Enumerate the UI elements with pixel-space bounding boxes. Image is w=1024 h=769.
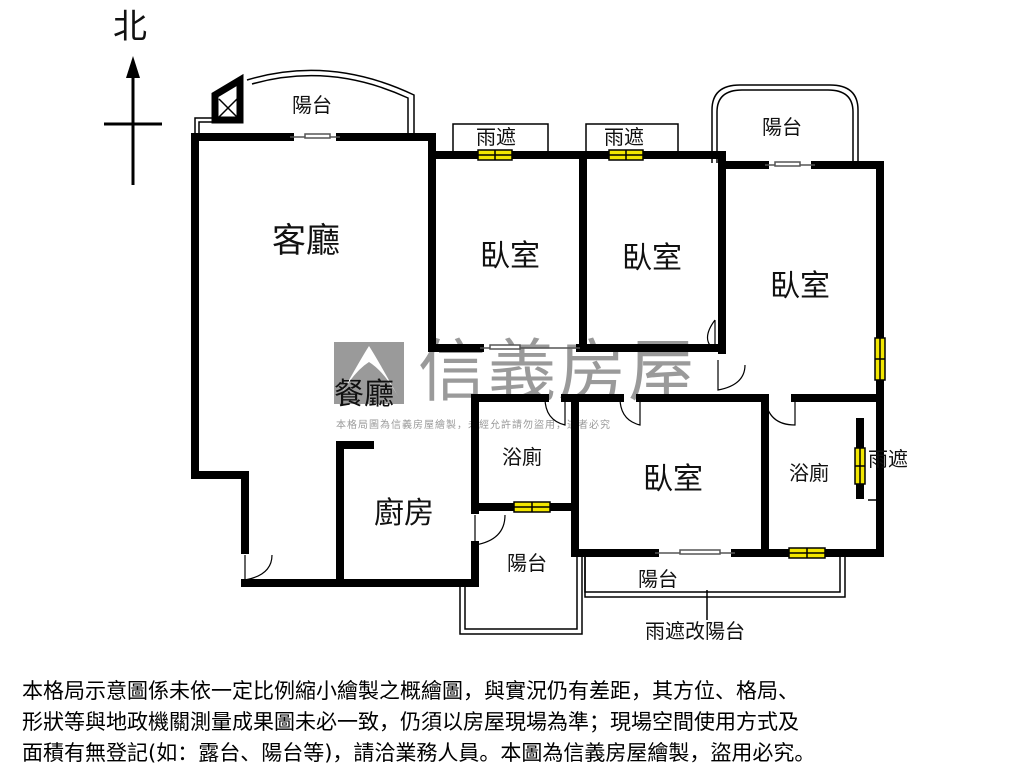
windows bbox=[477, 149, 886, 559]
walls bbox=[191, 133, 884, 587]
room-bedroom-1: 臥室 bbox=[480, 239, 540, 274]
room-bath-1: 浴廁 bbox=[502, 445, 542, 469]
disclaimer-line: 本格局示意圖係未依一定比例縮小繪製之概繪圖，與實況仍有差距，其方位、格局、 bbox=[22, 679, 799, 703]
shaft-box bbox=[211, 73, 244, 124]
balcony-bottom: 陽台 bbox=[638, 567, 678, 591]
room-kitchen: 廚房 bbox=[374, 496, 434, 531]
canopy-right: 雨遮 bbox=[868, 447, 908, 471]
disclaimer: 本格局示意圖係未依一定比例縮小繪製之概繪圖，與實況仍有差距，其方位、格局、 形狀… bbox=[22, 676, 1022, 769]
canopy-converted-label: 雨遮改陽台 bbox=[645, 619, 745, 643]
north-label: 北 bbox=[113, 7, 147, 47]
swing-doors bbox=[244, 319, 796, 581]
room-bedroom-2: 臥室 bbox=[622, 241, 682, 276]
disclaimer-line: 面積有無登記(如：露台、陽台等)，請洽業務人員。本圖為信義房屋繪製，盜用必究。 bbox=[22, 741, 816, 765]
canopy-1: 雨遮 bbox=[476, 125, 516, 149]
north-arrow-icon bbox=[104, 56, 162, 185]
room-bath-2: 浴廁 bbox=[789, 461, 829, 485]
balcony-top-left: 陽台 bbox=[292, 93, 332, 117]
room-dining: 餐廳 bbox=[334, 377, 394, 412]
canopy-2: 雨遮 bbox=[604, 125, 644, 149]
disclaimer-line: 形狀等與地政機關測量成果圖未必一致，仍須以房屋現場為準；現場空間使用方式及 bbox=[22, 710, 799, 734]
room-living: 客廳 bbox=[272, 221, 340, 261]
balcony-top-right: 陽台 bbox=[762, 115, 802, 139]
room-bedroom-4: 臥室 bbox=[643, 462, 703, 497]
sliding-doors bbox=[290, 133, 815, 555]
room-bedroom-3: 臥室 bbox=[770, 269, 830, 304]
balcony-kitchen: 陽台 bbox=[507, 551, 547, 575]
